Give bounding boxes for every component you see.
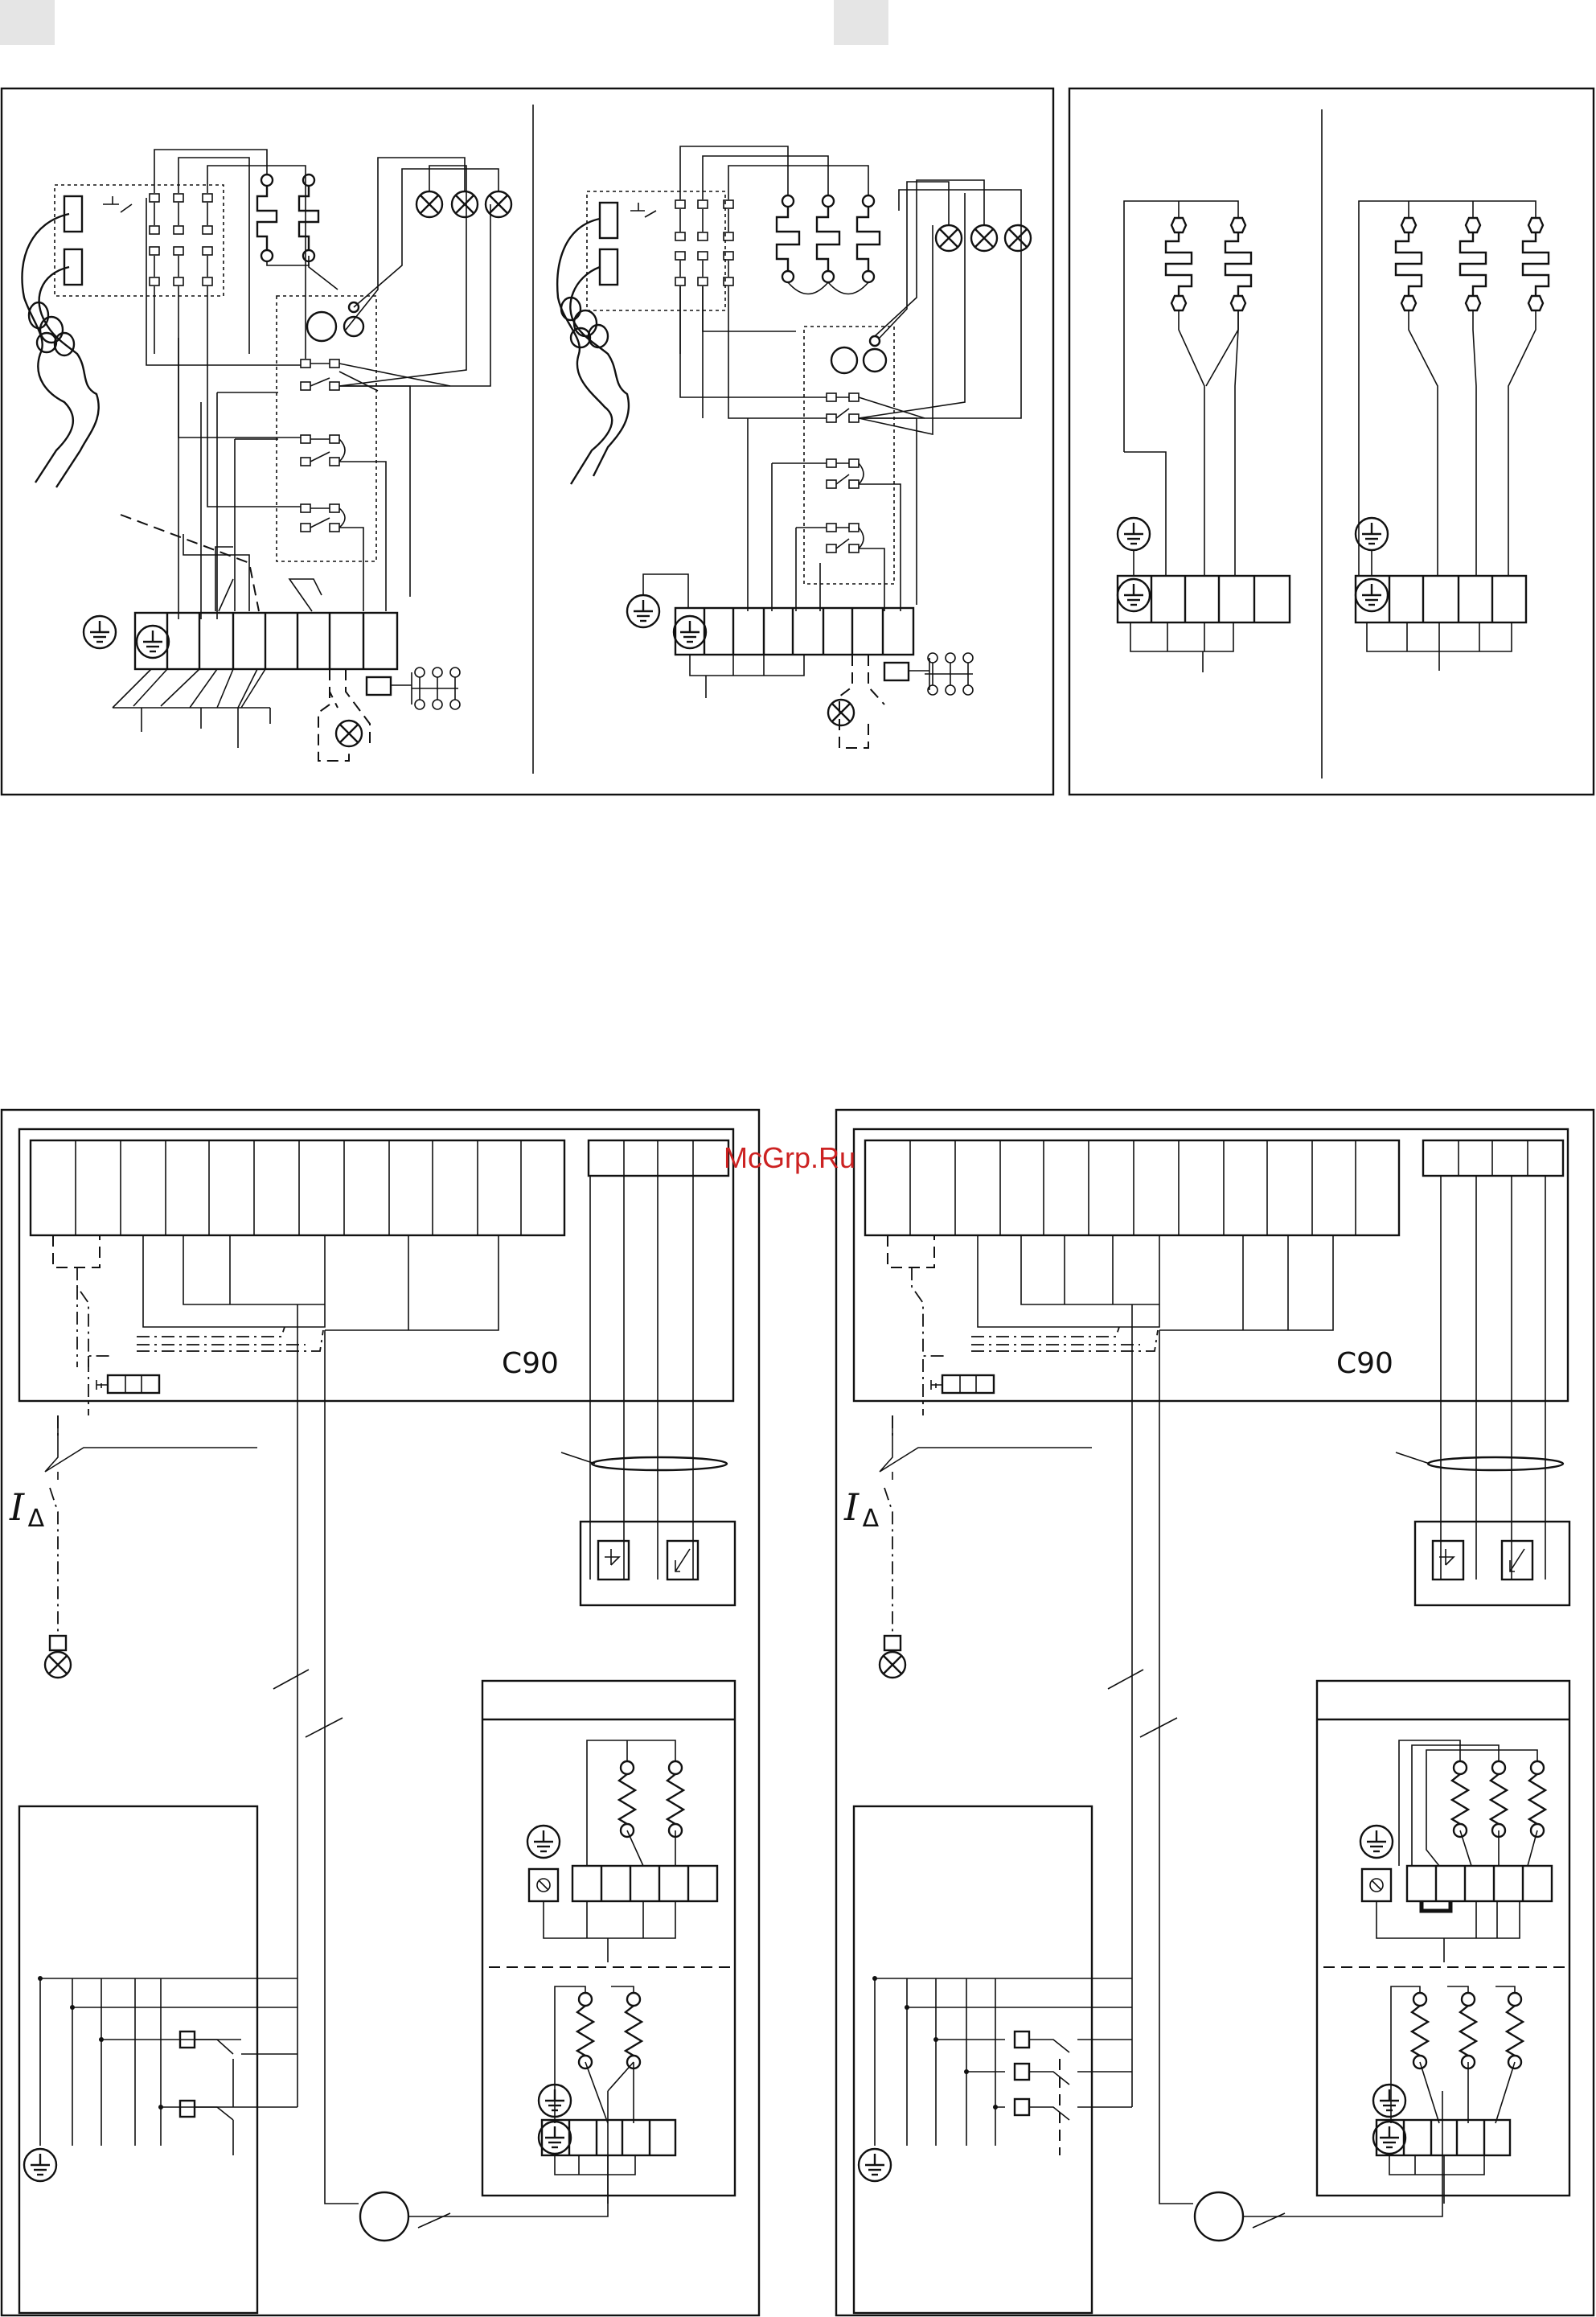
heater-coils-upper-left bbox=[527, 1740, 717, 1962]
page-tab-right bbox=[834, 0, 888, 45]
control-unit-box bbox=[19, 1129, 733, 1401]
top-right-panel bbox=[1069, 88, 1594, 795]
heater-connection-three-element bbox=[1356, 201, 1549, 671]
top-left-panel bbox=[2, 88, 1053, 795]
wiring-drawing-a bbox=[22, 150, 511, 761]
watermark-text: McGrp.Ru bbox=[724, 1141, 855, 1174]
page-tab-left bbox=[0, 0, 55, 45]
indicator-lamp-icon bbox=[45, 1652, 71, 1678]
heater-connection-two-element bbox=[1118, 201, 1290, 672]
control-unit-box bbox=[854, 1129, 1568, 1401]
rcd-label-left: I Δ bbox=[9, 1485, 45, 1533]
wiring-drawing-b bbox=[557, 146, 1031, 748]
motor-icon bbox=[360, 2192, 408, 2241]
model-label-right: C90 bbox=[1336, 1347, 1393, 1380]
bottom-left-panel: C90 I Δ bbox=[2, 1110, 759, 2315]
rcd-label-right: I Δ bbox=[843, 1485, 880, 1533]
bottom-right-panel: C90 I Δ bbox=[836, 1110, 1594, 2315]
heater-coils-upper-right bbox=[1360, 1740, 1552, 1962]
heater-coils-lower-left bbox=[539, 1986, 675, 2204]
heater-coils-lower-right bbox=[1373, 1986, 1523, 2204]
model-label-left: C90 bbox=[502, 1347, 559, 1380]
